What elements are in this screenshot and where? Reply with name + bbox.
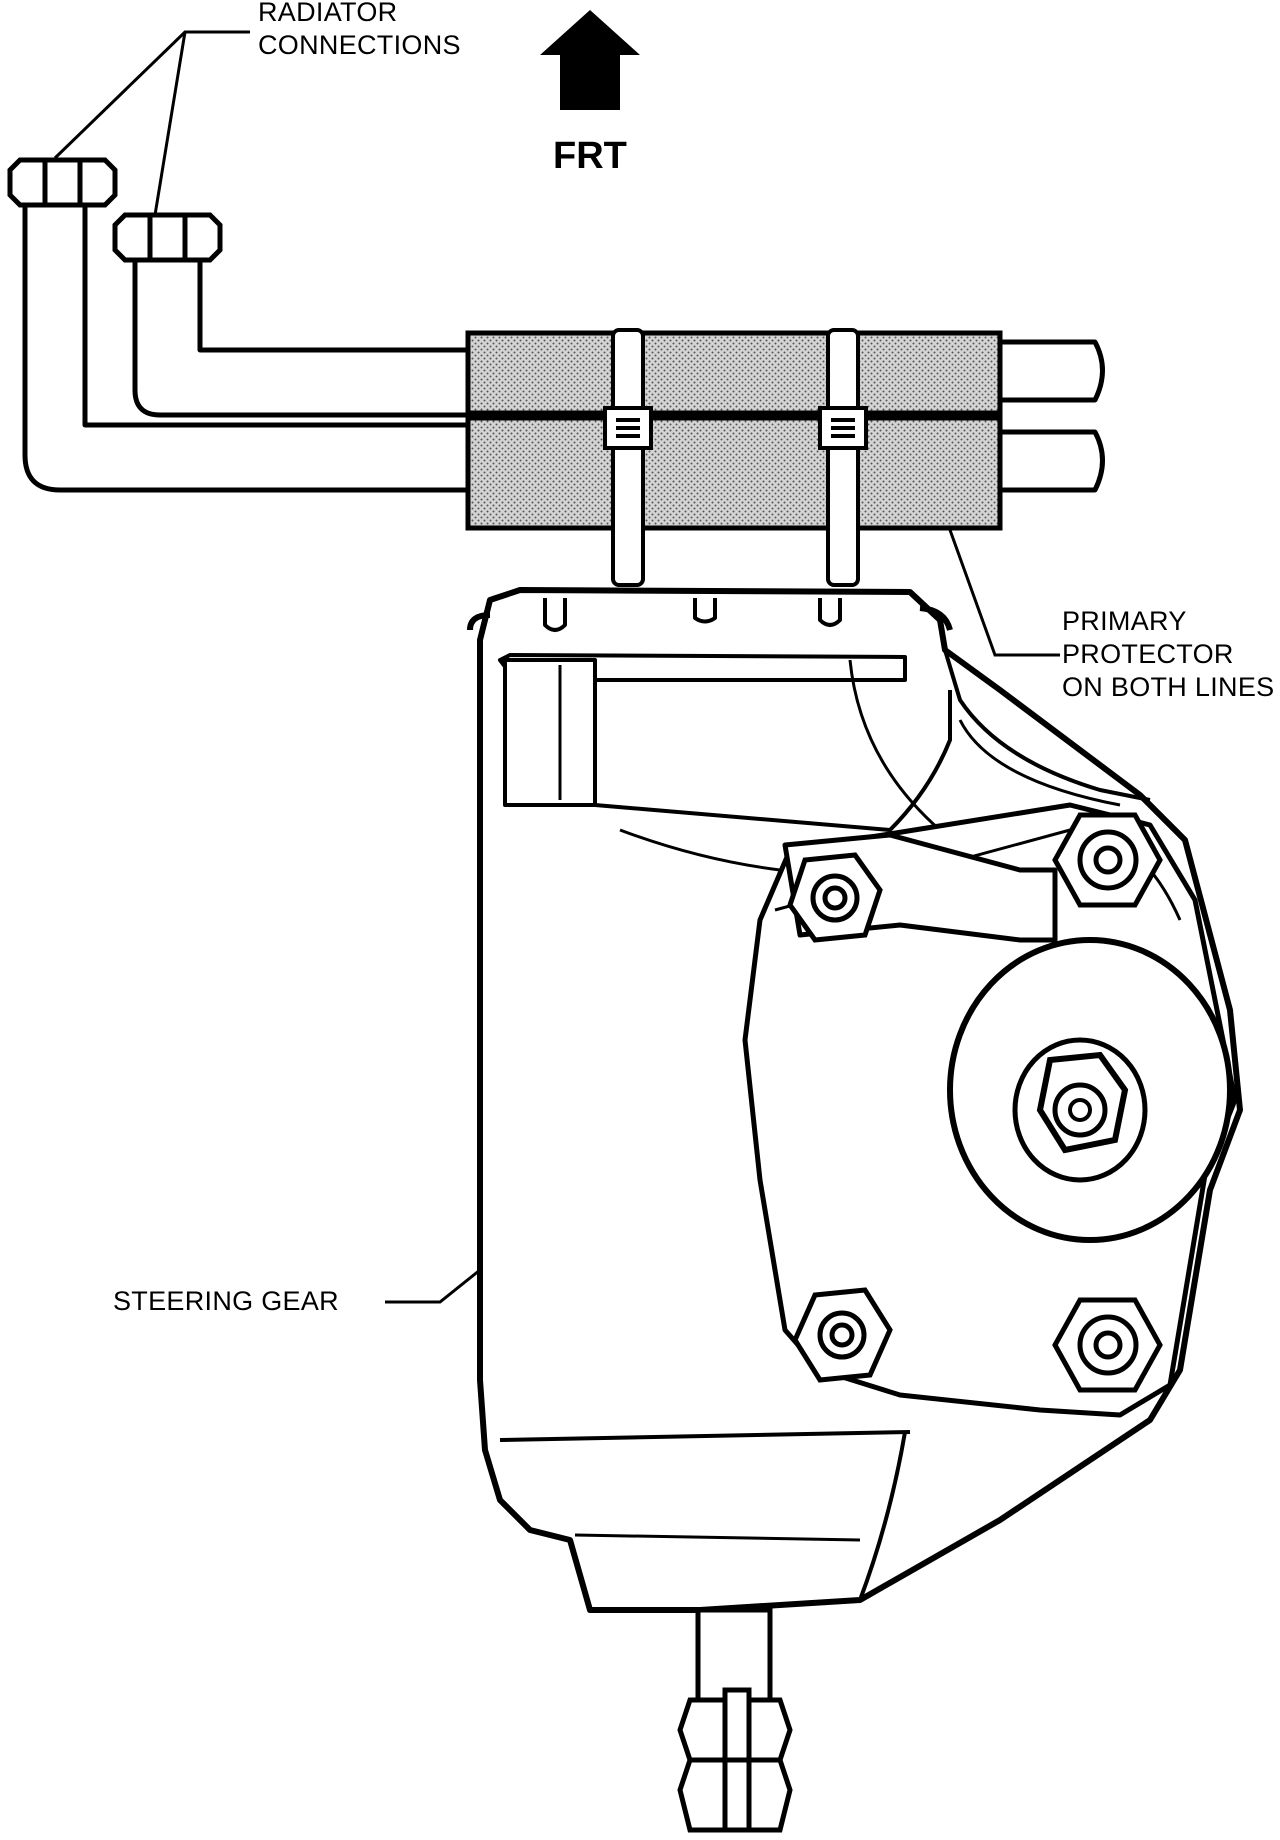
steering-gear-callout: STEERING GEAR bbox=[113, 1286, 339, 1316]
callout-line: ON BOTH LINES bbox=[1062, 672, 1275, 702]
front-direction-label: FRT bbox=[553, 135, 627, 177]
output-shaft bbox=[677, 1607, 793, 1833]
radiator-fitting-left bbox=[7, 157, 118, 208]
bolt-top-right-icon bbox=[1052, 812, 1163, 908]
radiator-fitting-right bbox=[112, 212, 223, 263]
cable-ties bbox=[603, 328, 868, 587]
bolt-bottom-right-icon bbox=[1052, 1297, 1163, 1393]
callout-line: PRIMARY bbox=[1062, 606, 1187, 636]
bolt-bottom-left-icon bbox=[792, 1287, 893, 1383]
sector-shaft-boss bbox=[947, 937, 1233, 1243]
bolt-top-left-icon bbox=[787, 852, 883, 943]
primary-protector-sleeves bbox=[465, 330, 1003, 531]
callout-line: PROTECTOR bbox=[1062, 639, 1234, 669]
primary-protector-callout: PRIMARY PROTECTOR ON BOTH LINES bbox=[1062, 605, 1274, 704]
callout-leaders bbox=[53, 30, 1060, 1304]
front-direction-arrow-icon bbox=[540, 10, 640, 110]
callout-line: RADIATOR bbox=[258, 0, 398, 27]
radiator-connections-callout: RADIATOR CONNECTIONS bbox=[258, 0, 461, 62]
radiator-lines bbox=[22, 197, 1105, 493]
callout-line: CONNECTIONS bbox=[258, 30, 461, 60]
